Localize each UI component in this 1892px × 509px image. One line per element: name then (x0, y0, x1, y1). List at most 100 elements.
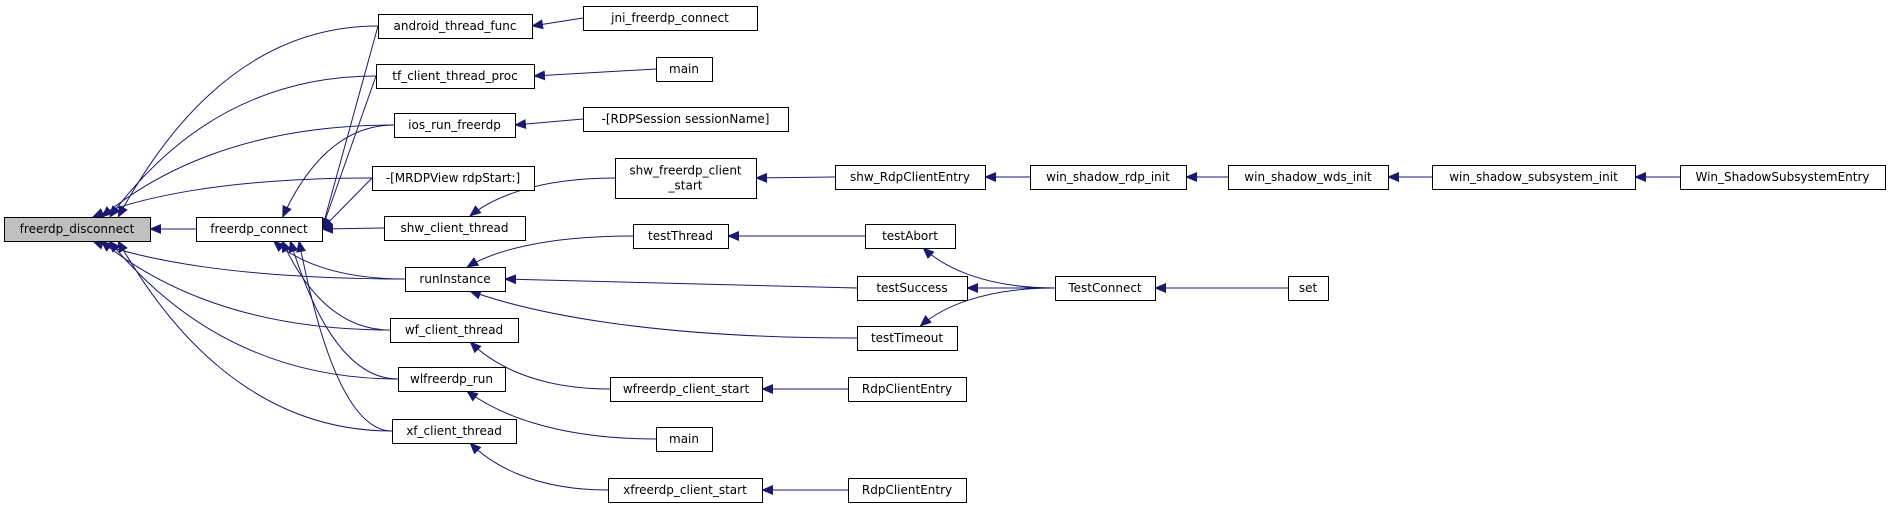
node-xf-client-thread[interactable]: xf_client_thread (392, 419, 517, 444)
edge-rdpsession_sessionname-to-ios_run_freerdp (514, 118, 584, 130)
node-box[interactable] (857, 276, 968, 301)
node-mrdpview-rdpstart[interactable]: -[MRDPView rdpStart:] (372, 166, 535, 191)
node-wf-client-thread[interactable]: wf_client_thread (390, 318, 519, 343)
edge-ios_run_freerdp-to-freerdp_disconnect (100, 124, 395, 218)
edge-android_thread_func-to-freerdp_disconnect (117, 25, 379, 218)
node-box[interactable] (4, 217, 151, 242)
node-box[interactable] (656, 427, 713, 452)
edge-xf_client_thread-to-freerdp_connect (296, 240, 393, 432)
node-box[interactable] (835, 165, 986, 190)
node-label: wlfreerdp_run (410, 372, 493, 386)
node-label: -[MRDPView rdpStart:] (386, 171, 520, 185)
edge-xfreerdp_client_start-to-xf_client_thread (469, 442, 609, 491)
node-rdpcliententry-2[interactable]: RdpClientEntry (848, 478, 967, 503)
node-freerdp-disconnect[interactable]: freerdp_disconnect (4, 217, 151, 242)
node-testsuccess[interactable]: testSuccess (857, 276, 968, 301)
node-label: freerdp_disconnect (20, 222, 135, 236)
node-runinstance[interactable]: runInstance (405, 267, 506, 292)
node-win-shadowsubsystementry[interactable]: Win_ShadowSubsystemEntry (1680, 165, 1886, 190)
node-label: wf_client_thread (405, 323, 503, 337)
node-testabort[interactable]: testAbort (865, 224, 956, 249)
nodes-layer: freerdp_disconnect freerdp_connect android… (4, 6, 1886, 503)
node-box[interactable] (848, 478, 967, 503)
node-box[interactable] (1288, 276, 1329, 301)
node-label: android_thread_func (394, 19, 517, 33)
node-label: jni_freerdp_connect (610, 11, 729, 25)
node-ios-run-freerdp[interactable]: ios_run_freerdp (394, 113, 516, 138)
node-box[interactable] (1680, 165, 1886, 190)
node-tf-client-thread-proc[interactable]: tf_client_thread_proc (376, 64, 535, 89)
node-shw-client-thread[interactable]: shw_client_thread (384, 216, 526, 241)
node-box[interactable] (1228, 165, 1389, 190)
edge-jni_freerdp_connect-to-android_thread_func (531, 17, 584, 30)
edge-main_2-to-wlfreerdp_run (466, 390, 657, 440)
node-box[interactable] (390, 318, 519, 343)
node-testconnect[interactable]: TestConnect (1055, 276, 1156, 301)
node-box[interactable] (608, 478, 763, 503)
node-box[interactable] (615, 158, 757, 199)
node-box[interactable] (583, 6, 758, 31)
edge-runinstance-to-freerdp_connect (272, 240, 406, 280)
edge-main_1-to-tf_client_thread_proc (533, 68, 657, 81)
node-label: main (669, 432, 699, 446)
node-label: shw_client_thread (401, 221, 509, 235)
node-label: shw_RdpClientEntry (850, 170, 970, 184)
node-wfreerdp-client-start[interactable]: wfreerdp_client_start (610, 377, 763, 402)
node-main-2[interactable]: main (656, 427, 713, 452)
node-box[interactable] (1055, 276, 1156, 301)
edge-testthread-to-runinstance (466, 235, 634, 268)
node-box[interactable] (610, 377, 763, 402)
node-box[interactable] (1432, 165, 1636, 190)
node-shw-freerdp-client-start[interactable]: shw_freerdp_client_start (615, 158, 757, 199)
edge-mrdpview_rdpstart-to-freerdp_disconnect (91, 177, 373, 218)
node-box[interactable] (633, 224, 729, 249)
node-freerdp-connect[interactable]: freerdp_connect (196, 217, 323, 242)
node-shw-rdpcliententry[interactable]: shw_RdpClientEntry (835, 165, 986, 190)
edge-shw_rdpcliententry-to-shw_freerdp_client_start (755, 172, 836, 183)
edge-runinstance-to-freerdp_disconnect (91, 240, 406, 280)
node-box[interactable] (372, 166, 535, 191)
node-rdpcliententry-1[interactable]: RdpClientEntry (848, 377, 967, 402)
node-rdpsession-sessionname[interactable]: -[RDPSession sessionName] (583, 107, 789, 132)
node-testthread[interactable]: testThread (633, 224, 729, 249)
node-main-1[interactable]: main (656, 57, 713, 82)
node-label: freerdp_connect (210, 222, 308, 236)
edge-testsuccess-to-runinstance (504, 274, 858, 289)
node-label: win_shadow_subsystem_init (1449, 170, 1618, 184)
node-box[interactable] (857, 326, 958, 351)
node-label: xf_client_thread (406, 424, 502, 438)
node-win-shadow-rdp-init[interactable]: win_shadow_rdp_init (1030, 165, 1187, 190)
node-box[interactable] (196, 217, 323, 242)
node-box[interactable] (583, 107, 789, 132)
node-box[interactable] (848, 377, 967, 402)
node-box[interactable] (656, 57, 713, 82)
node-box[interactable] (378, 14, 533, 39)
node-box[interactable] (865, 224, 956, 249)
edge-wlfreerdp_run-to-freerdp_disconnect (108, 240, 399, 380)
node-box[interactable] (392, 419, 517, 444)
node-label: tf_client_thread_proc (392, 69, 517, 83)
node-box[interactable] (376, 64, 535, 89)
edge-shw_client_thread-to-freerdp_connect (321, 223, 385, 234)
node-box[interactable] (398, 367, 506, 392)
node-label: testAbort (882, 229, 938, 243)
node-testtimeout[interactable]: testTimeout (857, 326, 958, 351)
node-label: testTimeout (871, 331, 943, 345)
node-xfreerdp-client-start[interactable]: xfreerdp_client_start (608, 478, 763, 503)
node-box[interactable] (405, 267, 506, 292)
node-label: wfreerdp_client_start (623, 382, 750, 396)
node-jni-freerdp-connect[interactable]: jni_freerdp_connect (583, 6, 758, 31)
node-set[interactable]: set (1288, 276, 1329, 301)
node-label: main (669, 62, 699, 76)
edge-testconnect-to-testabort (922, 247, 1056, 289)
node-box[interactable] (394, 113, 516, 138)
node-android-thread-func[interactable]: android_thread_func (378, 14, 533, 39)
node-wlfreerdp-run[interactable]: wlfreerdp_run (398, 367, 506, 392)
node-label: Win_ShadowSubsystemEntry (1695, 170, 1869, 184)
node-box[interactable] (384, 216, 526, 241)
node-box[interactable] (1030, 165, 1187, 190)
node-label: xfreerdp_client_start (623, 483, 747, 497)
node-win-shadow-wds-init[interactable]: win_shadow_wds_init (1228, 165, 1389, 190)
node-win-shadow-subsystem-init[interactable]: win_shadow_subsystem_init (1432, 165, 1636, 190)
